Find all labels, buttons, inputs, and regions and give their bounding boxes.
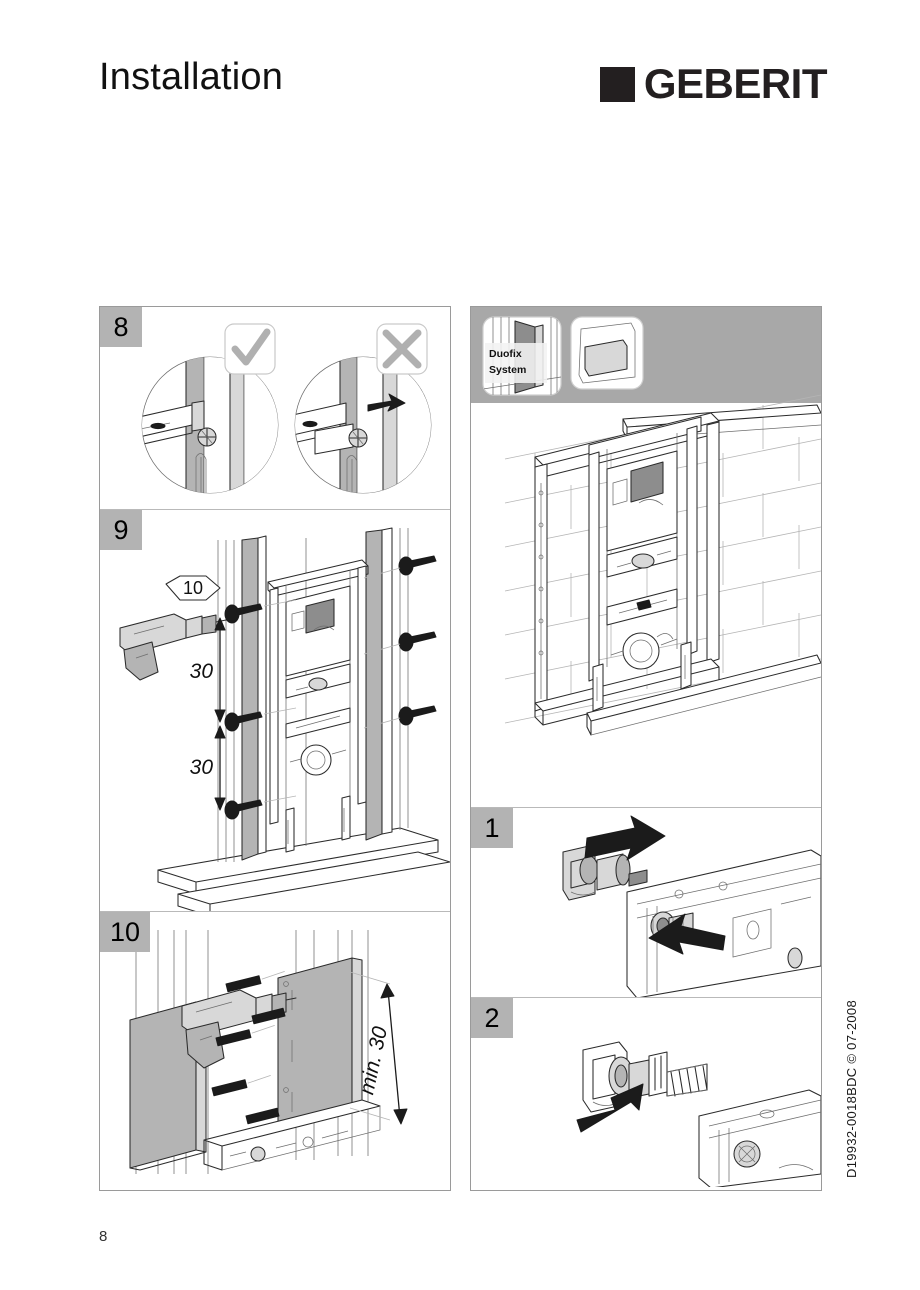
frame-rail — [698, 1089, 821, 1187]
brand-name: GEBERIT — [643, 60, 828, 107]
step-9-illustration: 10 — [100, 510, 450, 911]
adjustable-feet — [592, 641, 692, 712]
cross-mark-icon — [376, 323, 428, 375]
dimension-label-30-a: 30 — [190, 660, 214, 683]
screw-set — [211, 971, 286, 1125]
logo-square-icon — [599, 66, 635, 102]
geberit-logo: GEBERIT — [599, 60, 828, 108]
step-panel-10: 10 — [100, 911, 450, 1188]
step-badge-10: 10 — [100, 912, 150, 952]
left-illustration-column: 8 — [99, 306, 451, 1191]
direction-arrows — [584, 815, 726, 955]
step-badge-9: 9 — [100, 510, 142, 550]
power-drill — [119, 613, 237, 681]
step-panel-8: 8 — [100, 307, 450, 509]
tool-callout-10: 10 — [165, 575, 221, 601]
cistern-assembly — [606, 450, 678, 670]
step-badge-2: 2 — [471, 998, 513, 1038]
duofix-inner-frame — [588, 416, 702, 682]
dimension-30-lower: 30 — [190, 725, 226, 811]
floor-rails — [157, 827, 450, 911]
frame-rail — [626, 849, 821, 997]
bracket-part — [562, 845, 648, 901]
direction-arrow — [576, 1083, 644, 1133]
frame-bottom — [203, 1099, 381, 1171]
svg-text:10: 10 — [183, 578, 203, 598]
wall-studs — [217, 527, 409, 862]
step-10-illustration: min. 30 — [100, 912, 450, 1188]
thumbnail-label-duofix: Duofix System — [485, 343, 547, 383]
step-1-illustration — [471, 808, 821, 997]
gypsum-board-right — [277, 957, 363, 1129]
duofix-label-line2: System — [489, 364, 526, 376]
page-number: 8 — [99, 1228, 108, 1245]
step-panel-9: 9 — [100, 509, 450, 911]
page-title: Installation — [99, 56, 284, 98]
threaded-rod — [666, 1063, 708, 1097]
check-mark-icon — [224, 323, 276, 375]
document-code: D19932-0018BDC © 07-2008 — [844, 1000, 859, 1178]
duofix-frame — [267, 559, 369, 853]
screw-set-left — [224, 599, 297, 820]
thumbnail-panel-detail — [570, 316, 644, 390]
screw-set-right — [363, 555, 437, 729]
step-badge-8: 8 — [100, 307, 142, 347]
duofix-label-line1: Duofix — [489, 348, 522, 360]
dimension-label-30-b: 30 — [190, 756, 214, 779]
duofix-hero-illustration: Duofix System — [471, 307, 821, 807]
step-2-illustration — [471, 998, 821, 1187]
step-panel-2: 2 — [471, 997, 821, 1187]
right-illustration-column: Duofix System 1 — [470, 306, 822, 1191]
step-8-illustration — [100, 307, 450, 509]
bracket-head — [582, 1041, 634, 1113]
step-panel-1: 1 — [471, 807, 821, 997]
dimension-30-upper: 30 — [190, 617, 226, 723]
bottom-rail — [586, 654, 821, 736]
duofix-hero-panel: Duofix System — [471, 307, 821, 807]
step-badge-1: 1 — [471, 808, 513, 848]
